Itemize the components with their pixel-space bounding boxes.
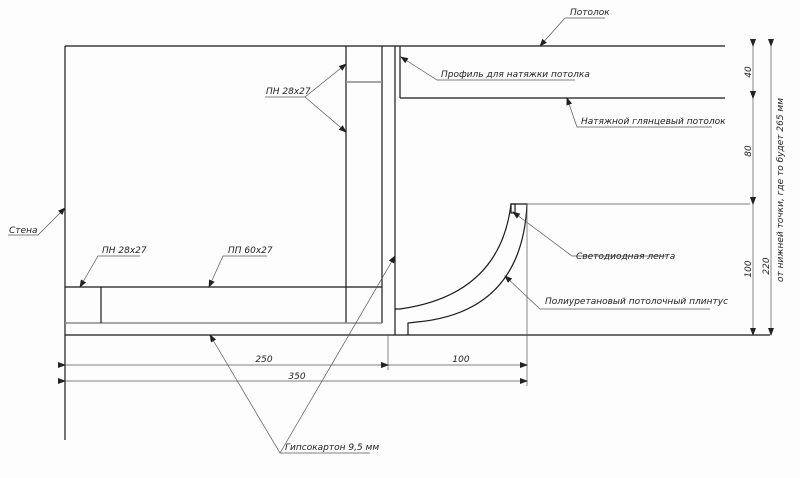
label-ceiling: Потолок [570,8,610,18]
label-wall: Стена [9,226,37,236]
label-led-strip: Светодиодная лента [576,252,675,262]
dim-100-horizontal: 100 [452,355,469,365]
dim-note: от нижней точки, где то будет 265 мм [776,98,786,282]
dim-220: 220 [762,257,772,274]
dim-250: 250 [255,355,272,365]
structure [64,45,770,440]
label-drywall: Гипсокартон 9,5 мм [285,443,379,453]
callouts: Потолок Профиль для натяжки потолка Натя… [8,8,728,454]
label-stretch-ceiling: Натяжной глянцевый потолок [581,117,726,127]
led-strip-shape [510,203,516,214]
dim-40: 40 [744,66,754,78]
label-pn-bottom: ПН 28x27 [102,246,147,256]
dim-100-vertical: 100 [744,260,754,277]
vertical-dimensions: 40 80 100 220 от нижней точки, где то бу… [744,39,786,336]
dim-80: 80 [744,145,754,157]
label-pn-top: ПН 28x27 [266,87,311,97]
dim-350: 350 [288,372,305,382]
label-pp: ПП 60x27 [228,246,273,256]
label-cornice: Полиуретановый потолочный плинтус [545,297,728,307]
horizontal-dimensions: 250 100 350 [58,355,528,384]
cornice-shape [395,203,528,335]
label-profile: Профиль для натяжки потолка [441,70,590,80]
